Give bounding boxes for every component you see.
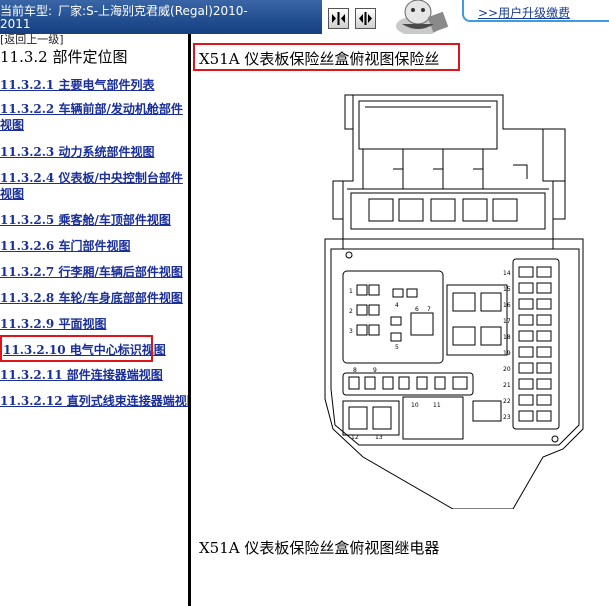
fuse-label-14: 14 <box>503 270 511 277</box>
section-subheading: X51A 仪表板保险丝盒俯视图继电器 <box>199 539 440 557</box>
fuse-label-22: 22 <box>503 398 511 405</box>
panel-divider[interactable] <box>188 34 191 606</box>
sidebar-item-passenger-roof-view[interactable]: 11.3.2.5 乘客舱/车顶部件视图 <box>0 213 171 227</box>
fuse-label-16: 16 <box>503 302 511 309</box>
sidebar-item-instrument-panel-view[interactable]: 11.3.2.4 仪表板/中央控制台部件视图 <box>0 171 183 201</box>
fuse-label-5: 5 <box>395 344 399 351</box>
fuse-label-19: 19 <box>503 350 511 357</box>
fuse-label-18: 18 <box>503 334 511 341</box>
expand-panel-button[interactable] <box>355 8 376 29</box>
sidebar-item-main-parts-list[interactable]: 11.3.2.1 主要电气部件列表 <box>0 78 155 92</box>
sidebar-item-wheel-underbody-view[interactable]: 11.3.2.8 车轮/车身底部部件视图 <box>0 291 183 305</box>
section-title: 11.3.2 部件定位图 <box>0 48 128 66</box>
fuse-label-3: 3 <box>349 328 353 335</box>
fuse-label-11: 11 <box>433 402 441 409</box>
vehicle-year: 2011 <box>0 17 31 31</box>
sidebar-item-powertrain-view[interactable]: 11.3.2.3 动力系统部件视图 <box>0 145 155 159</box>
fuse-label-20: 20 <box>503 366 511 373</box>
main-content: X51A 仪表板保险丝盒俯视图保险丝 <box>191 34 609 606</box>
sidebar-item-component-connector-view[interactable]: 11.3.2.11 部件连接器端视图 <box>0 368 163 382</box>
fuse-label-9: 9 <box>373 367 377 374</box>
fuse-label-8: 8 <box>353 367 357 374</box>
fuse-label-15: 15 <box>503 286 511 293</box>
fuse-label-7: 7 <box>427 306 431 313</box>
fuse-label-23: 23 <box>503 414 511 421</box>
heading-highlight <box>193 43 460 71</box>
collapse-panel-button[interactable] <box>328 8 349 29</box>
vehicle-bar: 当前车型:厂家:S-上海别克君威(Regal)2010- 2011 <box>0 0 322 34</box>
fuse-label-21: 21 <box>503 382 511 389</box>
sidebar-item-front-engine-view[interactable]: 11.3.2.2 车辆前部/发动机舱部件视图 <box>0 102 183 132</box>
fuse-label-10: 10 <box>411 402 419 409</box>
sidebar-item-electrical-center-view[interactable]: 11.3.2.10 电气中心标识视图 <box>3 343 166 357</box>
sidebar-item-plan-view[interactable]: 11.3.2.9 平面视图 <box>0 317 107 331</box>
back-link[interactable]: [返回上一级] <box>0 34 64 46</box>
upgrade-box: >>用户升级缴费 <box>462 0 609 22</box>
sidebar: [返回上一级] 11.3.2 部件定位图 11.3.2.1 主要电气部件列表 1… <box>0 34 188 606</box>
fuse-label-12: 12 <box>351 434 359 441</box>
fuse-label-13: 13 <box>375 434 383 441</box>
mascot-icon <box>396 0 449 34</box>
fuse-label-1: 1 <box>349 288 353 295</box>
vehicle-label: 当前车型:厂家:S-上海别克君威(Regal)2010- <box>0 4 248 18</box>
top-bar: 当前车型:厂家:S-上海别克君威(Regal)2010- 2011 >>用户升级… <box>0 0 609 34</box>
arrows-outward-icon <box>359 12 372 25</box>
fuse-label-6: 6 <box>415 306 419 313</box>
sidebar-item-door-view[interactable]: 11.3.2.6 车门部件视图 <box>0 239 131 253</box>
fuse-label-17: 17 <box>503 318 511 325</box>
fuse-box-diagram: 1 2 3 4 5 6 7 14 15 16 17 18 19 20 21 22… <box>324 94 584 509</box>
vehicle-manufacturer: 厂家:S-上海别克君威(Regal)2010- <box>58 4 248 18</box>
page-heading: X51A 仪表板保险丝盒俯视图保险丝 <box>199 50 440 68</box>
arrows-inward-icon <box>332 12 345 25</box>
fuse-label-4: 4 <box>395 302 399 309</box>
sidebar-item-trunk-rear-view[interactable]: 11.3.2.7 行李厢/车辆后部件视图 <box>0 265 183 279</box>
selected-item-highlight <box>0 335 153 362</box>
sidebar-item-inline-harness-connector-view[interactable]: 11.3.2.12 直列式线束连接器端视图 <box>0 394 188 408</box>
upgrade-link[interactable]: >>用户升级缴费 <box>478 6 571 20</box>
fuse-label-2: 2 <box>349 308 353 315</box>
